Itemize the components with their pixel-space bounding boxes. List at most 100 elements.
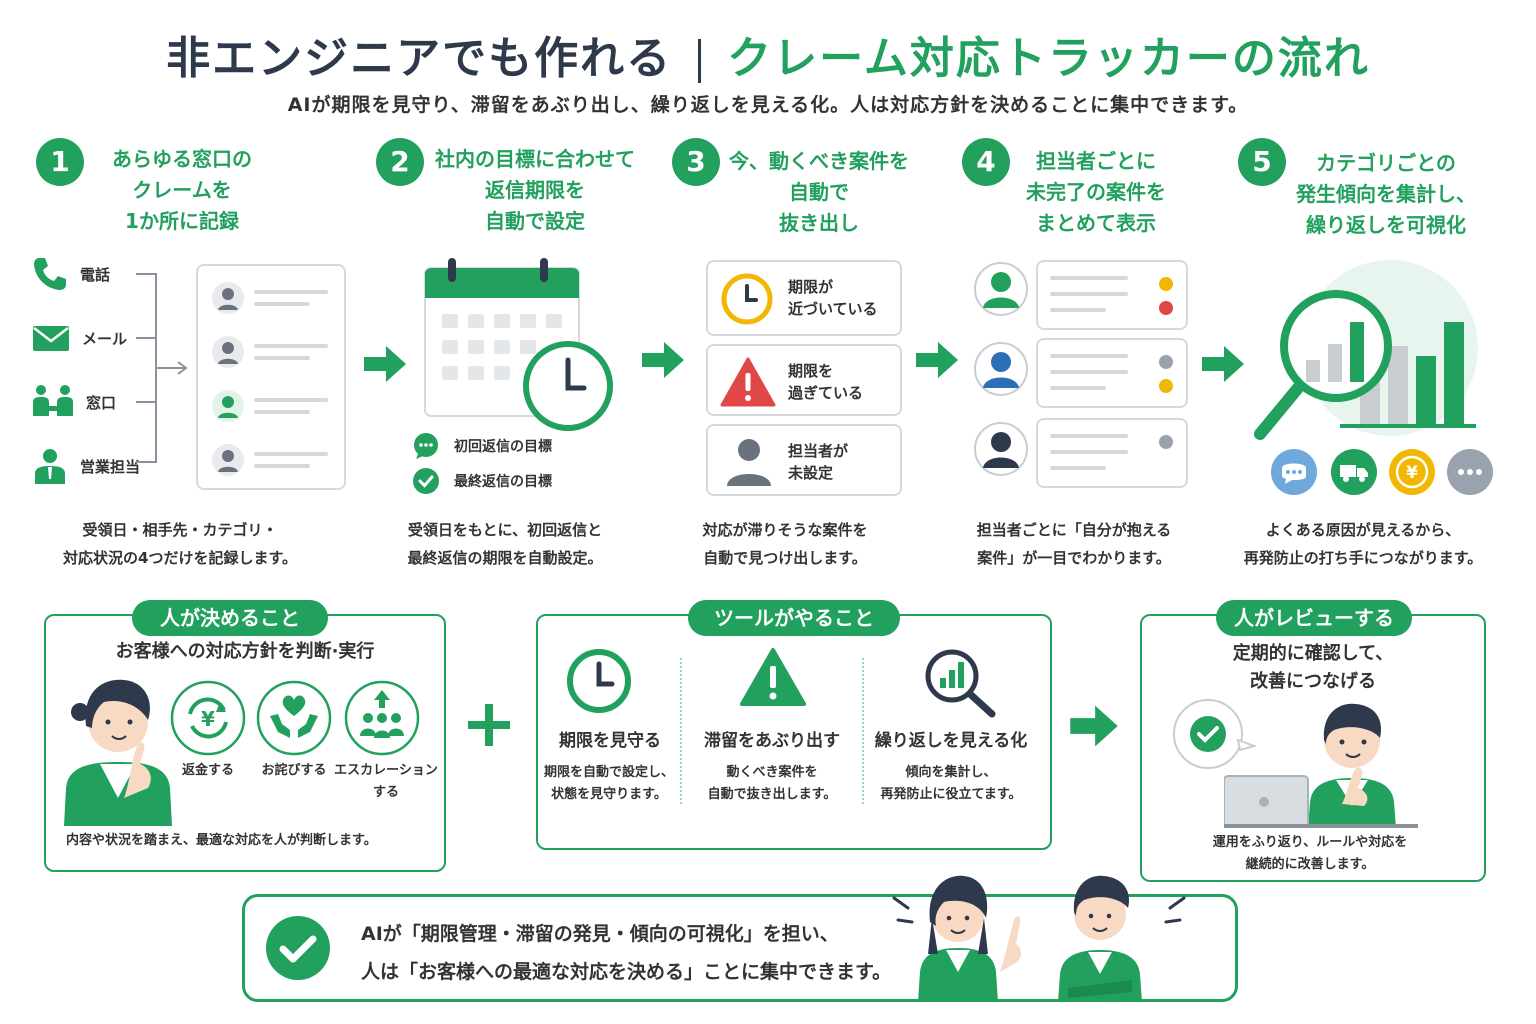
human-decides-subtitle: お客様への対応方針を判断·実行 <box>115 641 375 662</box>
target-first-reply: 初回返信の目標 <box>412 432 552 460</box>
team-illustration <box>892 875 1186 1002</box>
step-4-desc: 担当者ごとに「自分が抱える 案件」が一目でわかります。 <box>976 521 1172 567</box>
title-right: クレーム対応トラッカーの流れ <box>727 33 1370 84</box>
tool-item-desc: 期限を自動で設定し、 状態を見守ります。 <box>543 765 674 802</box>
calendar-icon <box>424 258 613 431</box>
assignee-task-card <box>1036 338 1188 408</box>
action-apology-label: お詫びする <box>261 763 327 778</box>
target-final-reply: 最終返信の目標 <box>412 467 552 495</box>
svg-text:¥: ¥ <box>201 707 215 731</box>
human-reviews-note: 運用をふり返り、ルールや対応を 継続的に改善します。 <box>1212 835 1408 872</box>
sales-person-icon <box>35 449 65 484</box>
channel-counter: 窓口 <box>30 382 116 422</box>
channel-label: 電話 <box>80 265 111 284</box>
tool-item-title: 滞留をあぶり出す <box>704 731 840 751</box>
step-5-title: カテゴリごとの 発生傾向を集計し、 繰り返しを可視化 <box>1296 151 1476 237</box>
counter-icon <box>33 385 73 416</box>
alert-card-text: 担当者が 未設定 <box>788 442 849 482</box>
human-decides-note: 内容や状況を踏まえ、最適な対応を人が判断します。 <box>66 833 377 848</box>
human-decides-label: 人が決めること <box>132 600 328 636</box>
tool-item-desc: 傾向を集計し、 再発防止に役立てます。 <box>880 765 1022 802</box>
human-reviews-subtitle: 定期的に確認して、 改善につなげる <box>1232 643 1394 692</box>
step-3-desc: 対応が滞りそうな案件を 自動で見つけ出します。 <box>702 521 868 567</box>
clock-icon <box>721 273 773 325</box>
record-row <box>210 442 336 478</box>
channel-phone: 電話 <box>30 254 110 294</box>
channel-label: 窓口 <box>86 393 117 412</box>
assignee-avatar-green <box>974 262 1028 316</box>
step-5-desc: よくある原因が見えるから、 再発防止の打ち手につながります。 <box>1243 521 1483 567</box>
flow-arrow-icon <box>916 342 958 378</box>
operator-illustration <box>64 679 172 826</box>
magnifier-chart-icon <box>1254 260 1478 440</box>
chat-bubble-icon <box>414 433 438 459</box>
step-3-number: 3 <box>672 138 720 186</box>
title-separator <box>698 39 702 83</box>
step-4-number: 4 <box>962 138 1010 186</box>
alert-card-text: 期限が 近づいている <box>788 278 878 318</box>
svg-text:¥: ¥ <box>1406 463 1418 483</box>
category-icons: ¥ <box>1271 449 1493 495</box>
channel-mail: メール <box>30 318 127 358</box>
apology-icon <box>256 680 332 756</box>
conclusion-line-2: 人は「お客様への最適な対応を決める」ことに集中できます。 <box>361 961 892 983</box>
tool-does-box <box>536 614 1052 850</box>
divider <box>680 658 682 804</box>
tool-item-title: 繰り返しを見える化 <box>874 731 1028 751</box>
alert-card-overdue: 期限を 過ぎている <box>706 344 902 416</box>
magnifier-chart-icon <box>925 649 996 718</box>
step-1-desc: 受領日・相手先・カテゴリ・ 対応状況の4つだけを記録します。 <box>63 521 297 567</box>
check-circle-icon <box>413 468 439 494</box>
channel-label: メール <box>82 329 128 348</box>
plus-icon <box>468 704 510 746</box>
flow-arrow-icon <box>642 342 684 378</box>
flow-arrow-icon <box>364 346 406 382</box>
alert-card-unassigned: 担当者が 未設定 <box>706 424 902 496</box>
refund-icon: ¥ <box>170 680 246 756</box>
page-subtitle: AIが期限を見守り、滞留をあぶり出し、繰り返しを見える化。人は対応方針を決めるこ… <box>287 94 1249 116</box>
channel-sales: 営業担当 <box>30 446 140 486</box>
target-label: 初回返信の目標 <box>454 439 552 455</box>
page-title: 非エンジニアでも作れるクレーム対応トラッカーの流れ <box>0 22 1536 86</box>
assignee-task-card <box>1036 260 1188 330</box>
reviewer-illustration <box>1224 703 1418 828</box>
assignee-avatar-dark <box>974 422 1028 476</box>
alert-card-due-soon: 期限が 近づいている <box>706 260 902 336</box>
channel-merge-bracket <box>136 273 188 463</box>
step-1-number: 1 <box>36 138 84 186</box>
person-icon <box>727 439 771 486</box>
tool-does-label: ツールがやること <box>688 600 900 636</box>
step-5-number: 5 <box>1238 138 1286 186</box>
channel-label: 営業担当 <box>80 457 141 476</box>
record-row <box>210 280 336 316</box>
warning-icon <box>720 357 776 407</box>
chat-icon <box>1271 449 1317 495</box>
clock-icon <box>567 649 631 713</box>
action-refund-label: 返金する <box>181 763 234 778</box>
step-2-title: 社内の目標に合わせて 返信期限を 自動で設定 <box>435 147 635 233</box>
flow-arrow-icon <box>1202 346 1244 382</box>
record-row <box>210 334 336 370</box>
record-list-card <box>196 264 346 490</box>
step-2-number: 2 <box>376 138 424 186</box>
tool-item-desc: 動くべき案件を 自動で抜き出します。 <box>707 765 837 802</box>
step-3-title: 今、動くべき案件を 自動で 抜き出し <box>729 149 909 235</box>
mail-icon <box>33 326 69 351</box>
action-escalation-label: エスカレーション する <box>334 763 438 800</box>
record-row <box>210 388 336 424</box>
truck-icon <box>1331 449 1377 495</box>
divider <box>862 658 864 804</box>
check-speech-bubble-icon <box>1173 699 1256 769</box>
clock-icon <box>523 341 613 431</box>
assignee-task-card <box>1036 418 1188 488</box>
flow-arrow-icon <box>1070 705 1118 747</box>
target-label: 最終返信の目標 <box>454 474 552 490</box>
step-1-title: あらゆる窓口の クレームを 1か所に記録 <box>112 147 252 233</box>
escalation-icon <box>344 680 420 756</box>
human-reviews-label: 人がレビューする <box>1216 600 1412 636</box>
assignee-avatar-blue <box>974 342 1028 396</box>
warning-icon <box>740 648 806 706</box>
tool-item-title: 期限を見守る <box>559 731 661 751</box>
yen-icon: ¥ <box>1389 449 1435 495</box>
step-2-desc: 受領日をもとに、初回返信と 最終返信の期限を自動設定。 <box>407 521 603 567</box>
